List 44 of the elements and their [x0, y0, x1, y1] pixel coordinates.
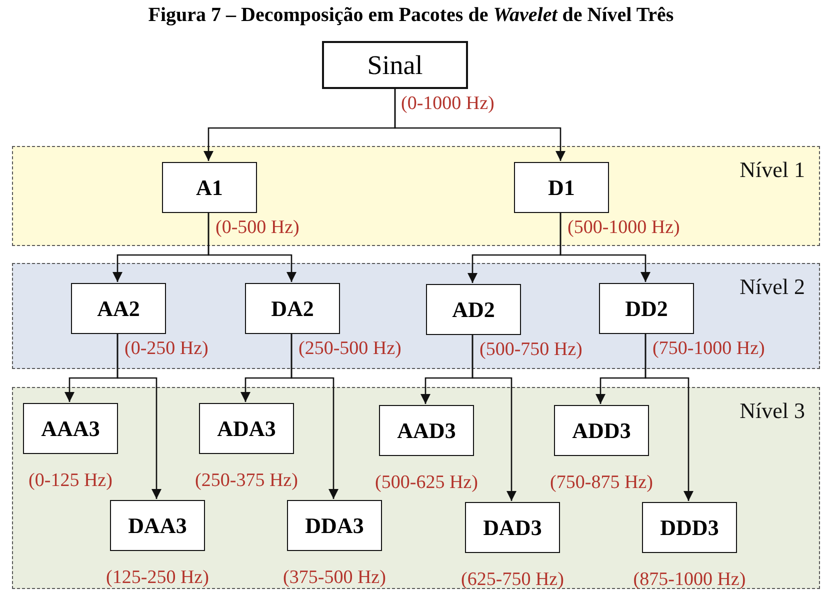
frequency-label: (250-500 Hz): [298, 338, 402, 360]
frequency-label: (875-1000 Hz): [633, 569, 746, 590]
frequency-label: (0-1000 Hz): [401, 93, 494, 115]
level-label: Nível 2: [740, 274, 805, 300]
coefficient-box: DAD3: [465, 502, 560, 553]
signal-box: Sinal: [322, 41, 468, 89]
arrow: [394, 89, 566, 161]
coefficient-box: A1: [162, 162, 257, 213]
level-label: Nível 3: [740, 398, 805, 424]
coefficient-box: DA2: [245, 283, 340, 334]
frequency-label: (0-250 Hz): [124, 338, 208, 360]
frequency-label: (250-375 Hz): [195, 470, 298, 492]
arrow: [472, 334, 516, 501]
coefficient-box: ADA3: [199, 403, 294, 454]
frequency-label: (125-250 Hz): [106, 567, 209, 589]
arrow: [116, 333, 162, 499]
coefficient-box: AAD3: [379, 405, 474, 456]
level-band: [12, 263, 820, 369]
coefficient-box: DD2: [599, 283, 694, 334]
level-label: Nível 1: [740, 157, 805, 183]
coefficient-box: AA2: [71, 283, 166, 334]
figure-title: Figura 7 – Decomposição em Pacotes de Wavelet de Nível Três: [148, 4, 674, 26]
coefficient-box: ADD3: [554, 405, 649, 456]
coefficient-box: DDA3: [287, 500, 382, 551]
arrow: [560, 212, 650, 282]
level-band: [12, 146, 820, 246]
level-band: [12, 387, 820, 589]
arrow: [290, 333, 338, 499]
frequency-label: (500-625 Hz): [375, 472, 478, 494]
coefficient-box: DAA3: [110, 500, 205, 551]
coefficient-box: DDD3: [642, 502, 737, 553]
frequency-label: (500-1000 Hz): [568, 217, 680, 239]
arrow: [208, 212, 296, 282]
frequency-label: (375-500 Hz): [283, 567, 386, 589]
coefficient-box: D1: [514, 162, 609, 213]
arrow: [644, 333, 694, 501]
frequency-label: (750-1000 Hz): [652, 338, 765, 360]
frequency-label: (625-750 Hz): [461, 569, 564, 590]
frequency-label: (0-500 Hz): [216, 217, 300, 239]
frequency-label: (0-125 Hz): [28, 470, 112, 492]
coefficient-box: AAA3: [23, 403, 118, 454]
frequency-label: (500-750 Hz): [480, 339, 582, 361]
coefficient-box: AD2: [426, 284, 521, 335]
frequency-label: (750-875 Hz): [550, 472, 653, 494]
